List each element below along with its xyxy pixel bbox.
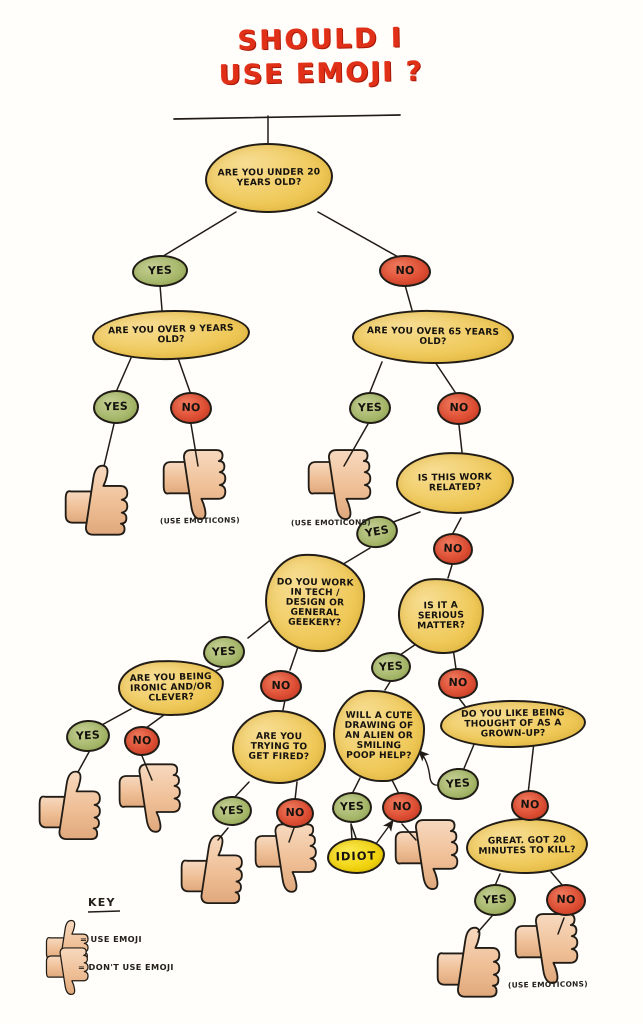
node-label: IS THIS WORK RELATED?	[417, 472, 493, 494]
answer-label: YES	[147, 263, 173, 278]
node-label: IS IT A SERIOUS MATTER?	[417, 600, 466, 632]
answer-label: NO	[271, 678, 291, 693]
answer-label: YES	[211, 644, 237, 659]
answer-no-cute-drawing[interactable]: NO	[381, 791, 423, 824]
node-label: GREAT. GOT 20 MINUTES TO KILL?	[478, 835, 576, 857]
answer-label: YES	[103, 399, 129, 414]
answer-label: YES	[378, 659, 404, 674]
node-label: ARE YOU OVER 65 YEARS OLD?	[366, 325, 500, 348]
node-label: ARE YOU OVER 9 YEARS OLD?	[107, 323, 234, 346]
answer-label: NO	[392, 800, 412, 814]
thumbs-up-icon	[180, 834, 243, 905]
answer-no-fired[interactable]: NO	[275, 797, 315, 829]
title-line-1: SHOULD I	[237, 22, 404, 57]
thumbs-down-icon	[307, 449, 372, 520]
thumbs-down-icon	[162, 449, 227, 520]
answer-label: NO	[520, 798, 540, 812]
node-label: ARE YOU BEING IRONIC AND/OR CLEVER?	[129, 671, 213, 704]
answer-label: NO	[132, 733, 152, 748]
answer-label: NO	[449, 401, 469, 415]
answer-label: YES	[219, 803, 245, 818]
page-title: SHOULD I USE EMOJI ?	[150, 21, 491, 93]
answer-label: YES	[482, 892, 508, 907]
answer-label: NO	[395, 263, 415, 278]
answer-label: NO	[181, 400, 201, 415]
node-label: DO YOU LIKE BEING THOUGHT OF AS A GROWN-…	[460, 708, 565, 740]
thumbs-down-icon	[254, 823, 317, 893]
thumbs-down-icon	[514, 913, 579, 984]
thumbs-down-icon	[45, 947, 89, 996]
answer-label: YES	[357, 400, 383, 415]
answer-label: YES	[75, 728, 101, 743]
thumbs-down-icon	[118, 763, 181, 833]
caption-use-emoticons: (USE EMOTICONS)	[507, 979, 588, 990]
answer-label: NO	[556, 892, 576, 907]
caption-use-emoticons: (USE EMOTICONS)	[290, 517, 371, 528]
thumbs-up-icon	[64, 464, 129, 536]
answer-label: NO	[448, 676, 468, 690]
answer-label: YES	[339, 799, 365, 814]
node-label: ARE YOU TRYING TO GET FIRED?	[248, 731, 310, 763]
node-label: IDIOT	[335, 848, 377, 864]
node-label: DO YOU WORK IN TECH / DESIGN OR GENERAL …	[276, 577, 354, 629]
node-label: ARE YOU UNDER 20 YEARS OLD?	[217, 167, 321, 189]
thumbs-up-icon	[38, 770, 101, 841]
answer-label: YES	[445, 776, 471, 791]
answer-no-under-20[interactable]: NO	[378, 254, 432, 288]
answer-no-serious[interactable]: NO	[437, 667, 479, 700]
answer-label: NO	[285, 805, 305, 820]
caption-use-emoticons: (USE EMOTICONS)	[159, 515, 240, 526]
question-node-cute-drawing[interactable]: WILL A CUTE DRAWING OF AN ALIEN OR SMILI…	[332, 689, 426, 783]
thumbs-up-icon	[436, 926, 501, 998]
title-line-2: USE EMOJI ?	[218, 56, 424, 91]
answer-label: NO	[443, 541, 463, 556]
node-label: WILL A CUTE DRAWING OF AN ALIEN OR SMILI…	[344, 710, 414, 762]
